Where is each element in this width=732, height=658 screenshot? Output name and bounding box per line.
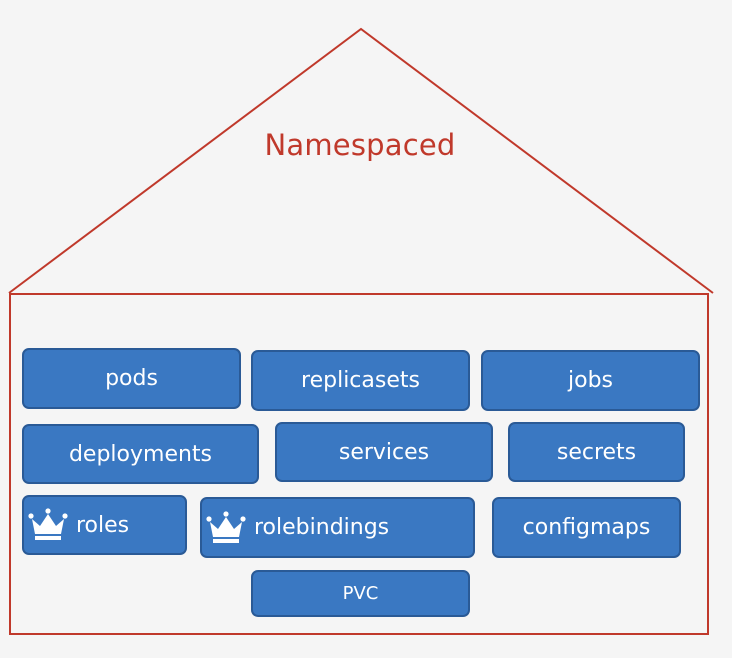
resource-secrets: secrets (508, 422, 685, 482)
resource-label: rolebindings (254, 515, 390, 540)
resource-roles: roles (22, 495, 187, 555)
resource-label: replicasets (301, 368, 420, 393)
resource-label: services (338, 439, 430, 465)
resource-configmaps: configmaps (492, 497, 681, 558)
resource-pods: pods (22, 348, 241, 409)
crown-icon (28, 508, 68, 540)
resource-label: roles (76, 512, 130, 538)
resource-rolebindings: rolebindings (200, 497, 475, 558)
resource-label: jobs (568, 368, 613, 393)
crown-icon (206, 510, 246, 543)
resource-deployments: deployments (22, 424, 259, 484)
house-title: Namespaced (264, 128, 456, 162)
resource-label: PVC (342, 583, 379, 604)
resource-label: deployments (68, 441, 213, 467)
resource-label: configmaps (522, 515, 651, 540)
resource-pvc: PVC (251, 570, 470, 617)
resource-jobs: jobs (481, 350, 700, 411)
house-body (9, 293, 709, 635)
resource-label: secrets (556, 439, 637, 465)
resource-services: services (275, 422, 493, 482)
resource-replicasets: replicasets (251, 350, 470, 411)
resource-label: pods (105, 366, 158, 391)
